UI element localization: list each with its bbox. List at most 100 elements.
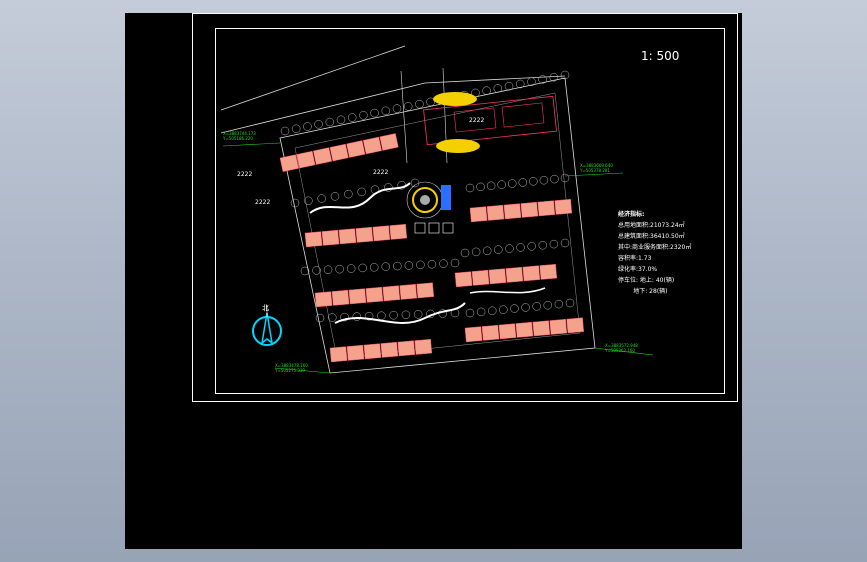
- building: [382, 285, 401, 302]
- building: [488, 268, 507, 285]
- tree: [401, 310, 411, 320]
- building-row: [329, 338, 433, 363]
- building: [554, 198, 573, 215]
- building: [346, 140, 366, 158]
- building: [471, 269, 490, 286]
- tree: [538, 240, 548, 250]
- tree: [393, 261, 402, 271]
- tree: [518, 178, 528, 187]
- building: [346, 344, 365, 361]
- building: [454, 271, 473, 288]
- tree: [359, 111, 368, 120]
- building: [321, 229, 340, 246]
- tree: [314, 120, 323, 129]
- tree: [487, 306, 497, 316]
- tree: [357, 187, 366, 197]
- tree: [529, 177, 538, 186]
- building: [414, 338, 433, 355]
- tree: [358, 263, 367, 273]
- building: [520, 201, 539, 218]
- tree: [426, 97, 435, 107]
- tree: [516, 243, 525, 252]
- tree: [532, 302, 541, 311]
- tree: [410, 178, 420, 188]
- building: [532, 320, 551, 337]
- building: [304, 231, 323, 248]
- indicator-line: 停车位: 地上: 40(辆): [618, 277, 675, 284]
- tree: [539, 175, 549, 185]
- tree: [427, 259, 437, 269]
- building: [379, 133, 399, 151]
- tree: [347, 113, 357, 122]
- tree: [560, 70, 570, 80]
- tree: [280, 126, 290, 136]
- building: [515, 321, 534, 338]
- building: [416, 282, 434, 299]
- building: [469, 206, 488, 223]
- tree: [439, 259, 448, 268]
- title-frame: [215, 28, 725, 394]
- building-row: [304, 223, 408, 248]
- building: [365, 286, 384, 303]
- tree: [499, 305, 508, 314]
- tree: [507, 179, 517, 188]
- tree: [493, 84, 503, 93]
- tree: [515, 79, 525, 89]
- tree: [497, 180, 506, 189]
- plaza-label: 2222: [373, 169, 389, 176]
- building: [486, 204, 505, 221]
- tree: [403, 102, 413, 111]
- tree: [465, 308, 475, 318]
- indicator-line: 其中:商业服务面积:2320㎡: [618, 244, 692, 251]
- central-plaza: [406, 181, 454, 234]
- tree: [328, 313, 337, 322]
- drawing-canvas[interactable]: 1: 500 2222 2222 2222 2222 北 X=3883744.1…: [125, 13, 742, 549]
- commercial-block: [423, 92, 557, 153]
- building: [539, 263, 558, 280]
- indicators-title: 经济指标:: [618, 211, 645, 218]
- tree: [476, 307, 486, 317]
- building-row: [279, 133, 399, 172]
- north-arrow: [252, 305, 282, 346]
- building: [503, 203, 522, 220]
- economic-indicators: 经济指标: 总用地面积:21073.24㎡ 总建筑面积:36410.50㎡ 其中…: [618, 209, 691, 297]
- tree: [413, 310, 423, 319]
- building: [397, 340, 416, 357]
- road-label: 2222: [237, 171, 253, 178]
- scale-label: 1: 500: [641, 49, 680, 63]
- building: [313, 147, 333, 165]
- tree: [352, 312, 362, 321]
- indicator-line: 地下: 28(辆): [618, 288, 668, 295]
- building: [355, 226, 374, 243]
- tree: [300, 266, 310, 276]
- tree: [494, 245, 503, 254]
- tree: [471, 247, 481, 257]
- tree: [486, 181, 496, 191]
- building: [329, 346, 348, 363]
- building: [389, 223, 408, 240]
- tree: [330, 192, 340, 201]
- tree: [450, 258, 460, 268]
- tree: [549, 239, 559, 249]
- building-row: [454, 263, 558, 288]
- tree: [336, 115, 346, 125]
- building: [296, 150, 316, 169]
- building: [481, 324, 500, 341]
- tree: [550, 174, 559, 184]
- building: [522, 265, 541, 282]
- building: [331, 289, 350, 306]
- north-label: 北: [262, 304, 269, 312]
- tree: [304, 196, 313, 206]
- building: [338, 228, 357, 245]
- building-row: [464, 317, 584, 343]
- tree: [482, 86, 491, 95]
- tree: [415, 99, 424, 109]
- building: [372, 225, 391, 242]
- tree: [554, 299, 564, 309]
- tree: [527, 77, 536, 86]
- building: [549, 318, 568, 335]
- building: [505, 266, 524, 283]
- tree: [381, 262, 391, 271]
- tree: [340, 312, 349, 322]
- tree: [549, 72, 559, 82]
